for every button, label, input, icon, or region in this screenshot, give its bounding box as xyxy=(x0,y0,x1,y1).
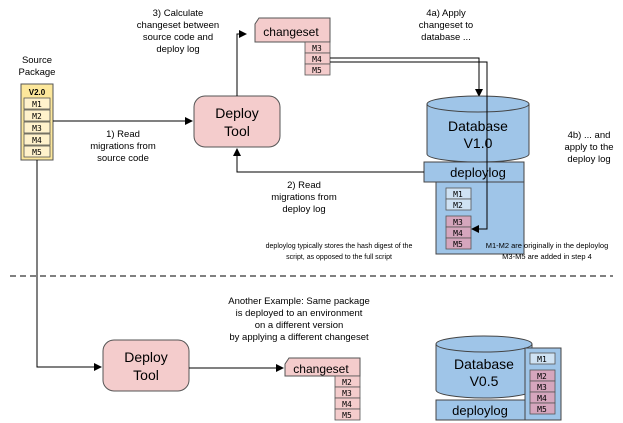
step2-line2: migrations from xyxy=(271,192,337,203)
deploy-tool-top-line2: Tool xyxy=(224,123,250,139)
source-migration-m3: M3 xyxy=(32,124,42,133)
deploylog-top-m1: M1 xyxy=(453,190,463,199)
source-package-label-line2: Package xyxy=(19,67,56,78)
source-package-label-line1: Source xyxy=(22,55,52,66)
database-bottom-line2: V0.5 xyxy=(470,373,499,389)
step4b-line1: 4b) ... and xyxy=(568,130,611,141)
deploy-tool-bottom-line2: Tool xyxy=(133,367,159,383)
note-m-line2: M3-M5 are added in step 4 xyxy=(502,252,592,261)
step3-line4: deploy log xyxy=(156,44,199,55)
bottom-caption-line1: Another Example: Same package xyxy=(228,296,370,307)
step4a-line2: changeset to xyxy=(419,20,473,31)
deploylog-bottom-m5: M5 xyxy=(537,405,547,414)
deploylog-bottom-m2: M2 xyxy=(537,372,547,381)
arrow-source-to-bottom-tool xyxy=(36,160,102,371)
step3-line3: source code and xyxy=(143,32,213,43)
deploylog-top-m2: M2 xyxy=(453,201,463,210)
source-migration-m4: M4 xyxy=(32,136,42,145)
deploylog-bottom-label: deploylog xyxy=(452,403,508,418)
step1-line3: source code xyxy=(97,153,149,164)
step2-line1: 2) Read xyxy=(287,180,321,191)
deploy-tool-top-line1: Deploy xyxy=(215,105,259,121)
changeset-top-m4: M4 xyxy=(312,55,322,64)
source-migration-m1: M1 xyxy=(32,100,42,109)
step1-line1: 1) Read xyxy=(106,129,140,140)
source-package-version: V2.0 xyxy=(29,88,46,97)
database-top-line1: Database xyxy=(448,118,508,134)
deploylog-top-m3: M3 xyxy=(453,218,463,227)
step4a-line3: database ... xyxy=(421,32,471,43)
arrow-apply-to-deploylog xyxy=(330,61,488,233)
deploylog-bottom-m1: M1 xyxy=(537,355,547,364)
deploylog-top-m4: M4 xyxy=(453,229,463,238)
bottom-caption-line2: is deployed to an environment xyxy=(236,308,363,319)
deploylog-top: deploylog M1 M2 M3 M4 M5 xyxy=(423,161,525,255)
arrow-read-deploylog xyxy=(233,148,424,173)
database-bottom-line1: Database xyxy=(454,356,514,372)
deploy-tool-top: Deploy Tool xyxy=(193,95,281,148)
step3-line2: changeset between xyxy=(137,20,219,31)
changeset-bottom-label: changeset xyxy=(293,362,349,376)
step1-line2: migrations from xyxy=(90,141,156,152)
step2-line3: deploy log xyxy=(282,204,325,215)
database-top-line2: V1.0 xyxy=(464,135,493,151)
changeset-bottom-m4: M4 xyxy=(342,400,352,409)
source-migration-m5: M5 xyxy=(32,148,42,157)
changeset-top-m3: M3 xyxy=(312,44,322,53)
deploylog-top-label: deploylog xyxy=(450,165,506,180)
step4b-line3: deploy log xyxy=(567,154,610,165)
deploy-tool-bottom-line1: Deploy xyxy=(124,349,168,365)
step4a-line1: 4a) Apply xyxy=(426,8,466,19)
changeset-top-label: changeset xyxy=(263,25,319,39)
changeset-top: changeset M3 M4 M5 xyxy=(254,17,331,76)
note-hash-line2: script, as opposed to the full script xyxy=(286,254,392,261)
note-m-line1: M1-M2 are originally in the deploylog xyxy=(486,241,609,250)
deploy-tool-bottom: Deploy Tool xyxy=(102,339,190,392)
changeset-bottom-m2: M2 xyxy=(342,378,352,387)
deploylog-bottom-m3: M3 xyxy=(537,383,547,392)
changeset-bottom: changeset M2 M3 M4 M5 xyxy=(284,357,361,421)
source-package: V2.0 M1 M2 M3 M4 M5 xyxy=(20,83,54,161)
note-hash-line1: deploylog typically stores the hash dige… xyxy=(266,243,413,250)
database-bottom: Database V0.5 xyxy=(435,335,533,399)
changeset-bottom-m3: M3 xyxy=(342,389,352,398)
arrow-apply-to-database xyxy=(330,57,483,97)
deploylog-bottom-m4: M4 xyxy=(537,394,547,403)
step4b-line2: apply to the xyxy=(564,142,613,153)
deploylog-top-m5: M5 xyxy=(453,240,463,249)
changeset-top-m5: M5 xyxy=(312,66,322,75)
changeset-bottom-m5: M5 xyxy=(342,411,352,420)
step3-line1: 3) Calculate xyxy=(153,8,204,19)
bottom-caption-line4: by applying a different changeset xyxy=(229,332,369,343)
source-migration-m2: M2 xyxy=(32,112,42,121)
bottom-caption-line3: on a different version xyxy=(255,320,344,331)
database-top: Database V1.0 xyxy=(426,95,530,163)
arrow-calculate-changeset xyxy=(236,30,247,96)
deploylog-bottom: deploylog M1 M2 M3 M4 M5 xyxy=(435,347,562,421)
